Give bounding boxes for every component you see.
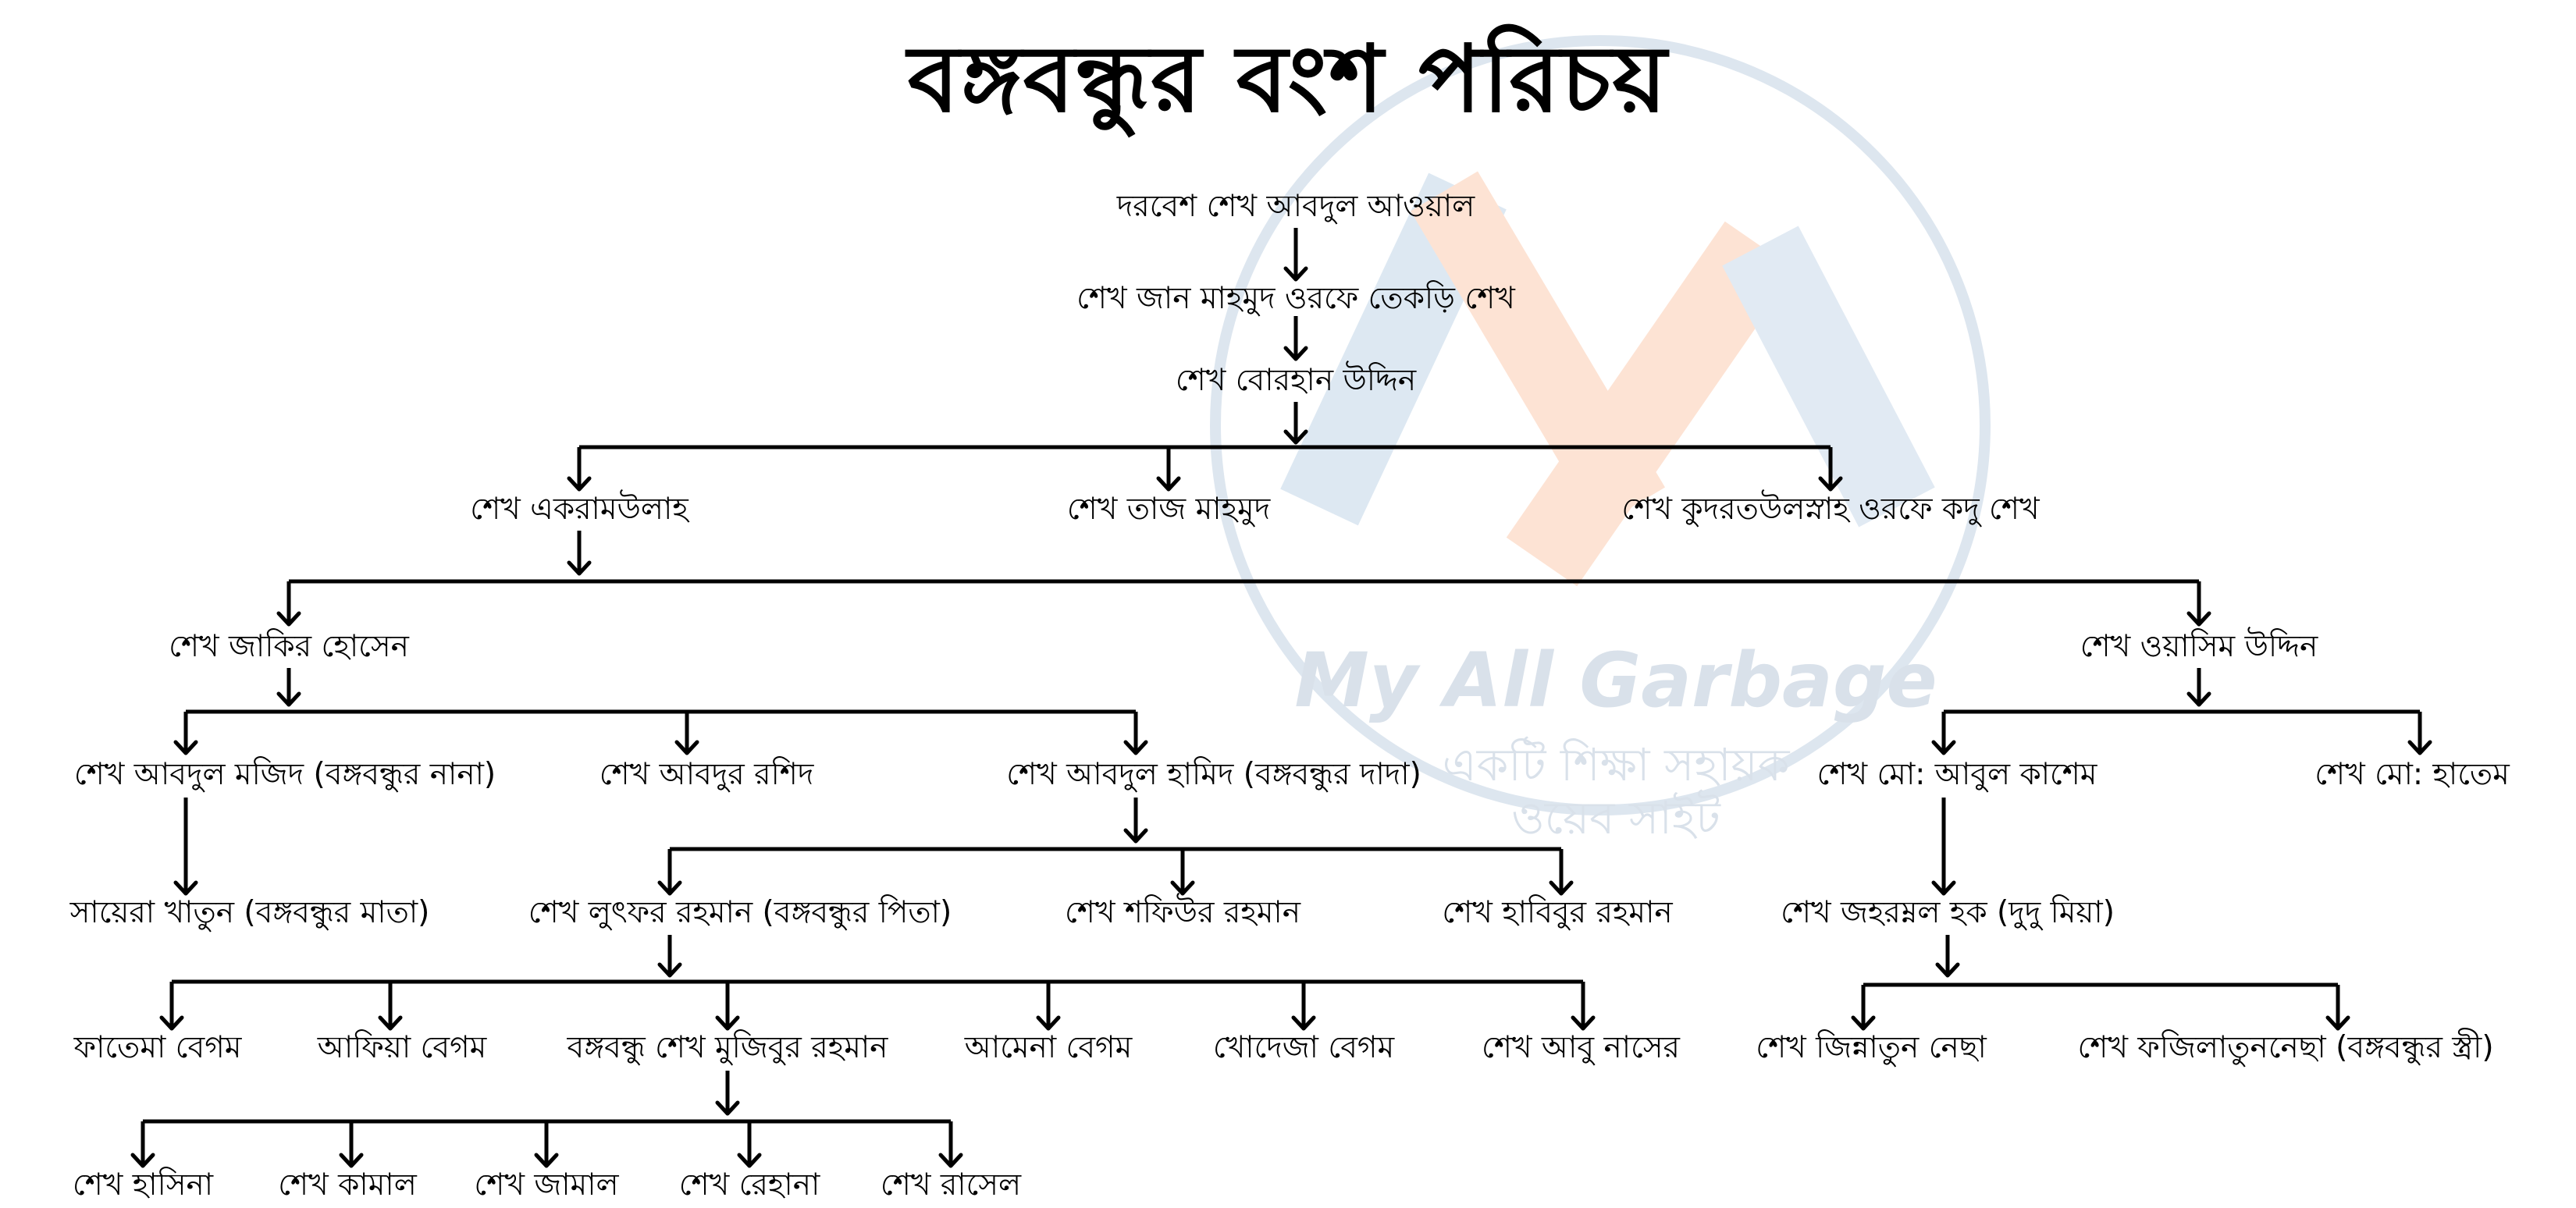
- arrowhead: [276, 691, 301, 707]
- arrowhead: [1156, 476, 1181, 492]
- node-sheikh-hatem: শেখ মো: হাতেম: [2314, 757, 2510, 792]
- node-sheikh-rehana: শেখ রেহানা: [678, 1167, 820, 1203]
- node-sheikh-kamal: শেখ কামাল: [278, 1167, 417, 1203]
- arrowhead: [1935, 962, 1960, 978]
- arrowhead: [1036, 1015, 1061, 1031]
- arrowhead: [1283, 346, 1308, 361]
- arrowhead: [567, 476, 592, 492]
- node-sheikh-jamal: শেখ জামাল: [474, 1167, 619, 1203]
- node-sheikh-wasim-uddin: শেখ ওয়াসিম উদ্দিন: [2080, 629, 2318, 664]
- node-sheikh-russel: শেখ রাসেল: [880, 1167, 1022, 1203]
- node-sheikh-taj-mahmud: শেখ তাজ মাহমুদ: [1066, 492, 1271, 527]
- arrowhead: [378, 1015, 403, 1031]
- arrowhead: [2186, 691, 2211, 707]
- arrowhead: [1123, 740, 1148, 755]
- node-sheikh-abdul-majid: শেখ আবদুল মজিদ (বঙ্গবন্ধুর নানা): [73, 757, 496, 792]
- watermark: My All Garbage একটি শিক্ষা সহায়ক ওয়েব …: [1210, 35, 1991, 844]
- watermark-brand: My All Garbage: [1294, 637, 1937, 724]
- node-sheikh-abul-kashem: শেখ মো: আবুল কাশেম: [1816, 757, 2097, 792]
- arrowhead: [1549, 880, 1574, 896]
- arrowhead: [130, 1153, 155, 1168]
- node-sheikh-borhan-uddin: শেখ বোরহান উদ্দিন: [1175, 363, 1417, 398]
- node-sheikh-zakir-hossain: শেখ জাকির হোসেন: [169, 629, 409, 664]
- node-sheikh-hasina: শেখ হাসিনা: [72, 1167, 214, 1203]
- arrowhead: [1291, 1015, 1316, 1031]
- node-sheikh-zahurul-haque: শেখ জহরম্নল হক (দুদু মিয়া): [1781, 895, 2115, 930]
- arrowhead: [1170, 880, 1195, 896]
- node-sheikh-ekramullah: শেখ একরামউলাহ: [470, 492, 688, 527]
- node-sheikh-fazilatunnesa: শেখ ফজিলাতুননেছা (বঙ্গবন্ধুর স্ত্রী): [2077, 1030, 2494, 1065]
- node-fatema-begum: ফাতেমা বেগম: [73, 1030, 242, 1065]
- arrowhead: [173, 740, 198, 755]
- node-sheikh-shafiur-rahman: শেখ শফিউর রহমান: [1064, 895, 1301, 930]
- arrowhead: [1818, 476, 1843, 492]
- node-sheikh-abdur-rashid: শেখ আবদুর রশিদ: [599, 757, 814, 792]
- arrowhead: [1931, 740, 1956, 755]
- arrowhead: [567, 560, 592, 576]
- arrowhead: [715, 1100, 740, 1116]
- node-amena-begum: আমেনা বেগম: [964, 1030, 1133, 1065]
- arrowhead: [1123, 828, 1148, 844]
- node-bangabandhu-sheikh-mujibur-rahman: বঙ্গবন্ধু শেখ মুজিবুর রহমান: [567, 1030, 888, 1065]
- watermark-logo-icon: [1280, 171, 1935, 587]
- arrowhead: [1851, 1015, 1876, 1031]
- node-khodeja-begum: খোদেজা বেগম: [1212, 1030, 1395, 1065]
- node-sheikh-lutfar-rahman: শেখ লুৎফর রহমান (বঙ্গবন্ধুর পিতা): [528, 895, 952, 930]
- watermark-circle: [1210, 35, 1991, 815]
- arrowhead: [1931, 880, 1956, 896]
- node-sheikh-zinnatun-nesa: শেখ জিন্নাতুন নেছা: [1756, 1030, 1987, 1065]
- arrowhead: [657, 962, 682, 978]
- arrowhead: [276, 611, 301, 627]
- watermark-tagline-1: একটি শিক্ষা সহায়ক: [1443, 737, 1791, 791]
- arrowhead: [534, 1153, 559, 1168]
- node-sheikh-kudratullah: শেখ কুদরতউলস্নাহ ওরফে কদু শেখ: [1621, 492, 2040, 527]
- arrowhead: [657, 880, 682, 896]
- arrowhead: [1283, 429, 1308, 445]
- arrowhead: [1283, 266, 1308, 282]
- node-sheikh-habibur-rahman: শেখ হাবিবুর রহমান: [1442, 895, 1673, 930]
- node-sayera-khatun: সায়েরা খাতুন (বঙ্গবন্ধুর মাতা): [69, 895, 430, 930]
- arrowhead: [2407, 740, 2432, 755]
- node-sheikh-abdul-hamid: শেখ আবদুল হামিদ (বঙ্গবন্ধুর দাদা): [1006, 757, 1421, 792]
- arrowhead: [938, 1153, 963, 1168]
- arrowhead: [674, 740, 699, 755]
- page-title: বঙ্গবন্ধুর বংশ পরিচয়: [907, 25, 1669, 133]
- node-afia-begum: আফিয়া বেগম: [317, 1030, 487, 1065]
- arrowhead: [1571, 1015, 1596, 1031]
- watermark-tagline-2: ওয়েব সাইট: [1511, 790, 1721, 844]
- arrowhead: [737, 1153, 762, 1168]
- node-sheikh-abu-naser: শেখ আবু নাসের: [1482, 1030, 1680, 1065]
- arrowhead: [339, 1153, 364, 1168]
- arrowhead: [2186, 611, 2211, 627]
- connectors: [130, 228, 2432, 1168]
- arrowhead: [715, 1015, 740, 1031]
- arrowhead: [2325, 1015, 2350, 1031]
- arrowhead: [159, 1015, 184, 1031]
- node-sheikh-jan-mahmud: শেখ জান মাহমুদ ওরফে তেকড়ি শেখ: [1076, 281, 1515, 316]
- node-dorbesh-sheikh-abdul-awal: দরবেশ শেখ আবদুল আওয়াল: [1116, 189, 1475, 224]
- arrowhead: [173, 880, 198, 896]
